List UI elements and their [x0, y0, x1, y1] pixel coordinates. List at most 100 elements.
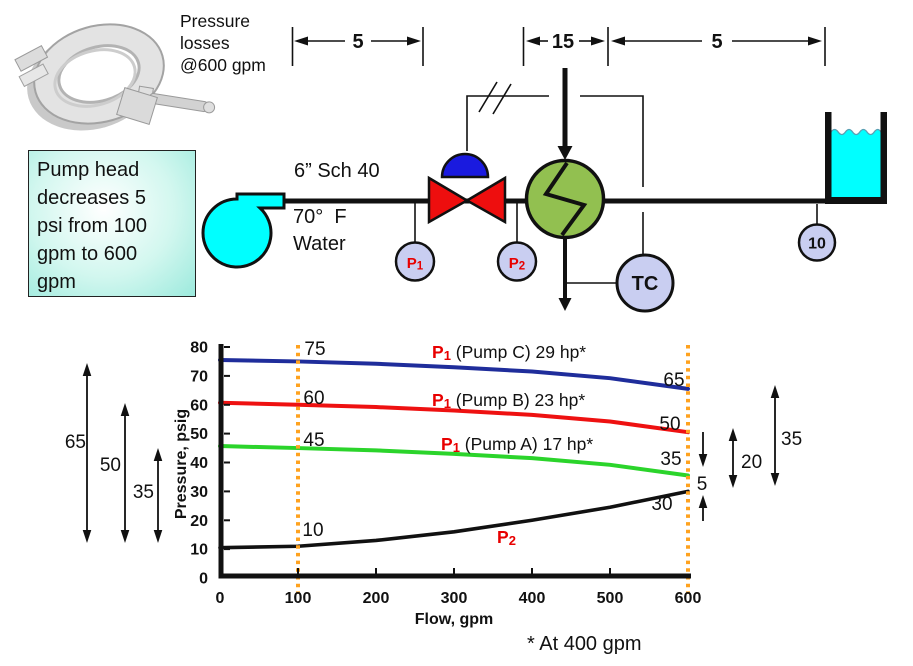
- note-line: psi from 100: [37, 215, 148, 237]
- value-at-100-pump-a: 45: [303, 430, 324, 451]
- arrow-down-icon: [558, 298, 572, 311]
- dim-label: 5: [352, 31, 363, 53]
- arrow-down-icon: [728, 475, 738, 488]
- signal-segment: [466, 95, 549, 151]
- arrow-down-icon: [698, 454, 708, 467]
- clamp-bolt-shaft: [148, 92, 208, 113]
- tank-wall-right: [880, 112, 887, 204]
- arrow-up-icon: [698, 495, 708, 508]
- control-valve: [427, 152, 507, 225]
- valve-actuator: [440, 152, 490, 179]
- chart: 0 100 200 300 400 500 600 80 70 60 50 40…: [65, 339, 802, 655]
- gauge-p2: P2: [496, 203, 538, 282]
- y-tick: 30: [190, 484, 208, 501]
- note-line: decreases 5: [37, 187, 146, 209]
- note-line: losses: [180, 33, 230, 53]
- tank-bottom: [825, 197, 887, 204]
- value-at-600-p2: 30: [651, 494, 672, 515]
- left-delta-arrows: [82, 363, 163, 543]
- arrow-left-icon: [526, 36, 540, 46]
- pressure-losses-note: Pressure losses @600 gpm: [180, 10, 266, 76]
- tc-circle: [615, 253, 675, 313]
- dimension-5a: 5: [291, 27, 424, 66]
- x-tick: 100: [285, 590, 312, 607]
- value-at-600-pump-a: 35: [660, 449, 681, 470]
- left-delta-label-50: 50: [100, 455, 121, 476]
- arrow-right-icon: [407, 36, 421, 46]
- y-tick: 40: [190, 455, 208, 472]
- signal-segment: [580, 95, 644, 187]
- y-tick: 0: [199, 571, 208, 588]
- gauge-p1: P1: [394, 203, 436, 282]
- x-axis-ticks: [297, 568, 611, 574]
- curve-label-text: (Pump A) 17 hp*: [460, 434, 593, 454]
- note-line: gpm to 600: [37, 243, 138, 265]
- clamp-bolt-tip: [203, 101, 216, 114]
- x-tick: 200: [363, 590, 390, 607]
- hx-zigzag-icon: [542, 161, 588, 237]
- arrow-right-icon: [808, 36, 822, 46]
- pipe-size-label: 6” Sch 40: [294, 160, 380, 182]
- clamp-ring-rim: [53, 48, 137, 108]
- note-line: Pump head: [37, 159, 140, 181]
- p1-marker-sub: 1: [453, 440, 460, 455]
- curve-pump-b: [218, 400, 690, 435]
- dimension-5b: 5: [611, 27, 826, 66]
- p-letter: P: [509, 255, 519, 272]
- x-tick: 600: [675, 590, 702, 607]
- tank: [825, 112, 887, 204]
- clamp-ring-hole: [57, 44, 141, 104]
- arrow-up-icon: [728, 428, 738, 441]
- clamp-hinge-upper: [14, 44, 49, 72]
- p1-marker-sub: 1: [444, 396, 451, 411]
- level-label: 10: [808, 236, 826, 253]
- arrow-down-icon: [557, 146, 573, 160]
- curve-label-text: (Pump C) 29 hp*: [451, 342, 586, 362]
- x-axis-title: Flow, gpm: [415, 611, 494, 628]
- water-surface: [830, 128, 882, 136]
- arrow-down-icon: [120, 530, 130, 543]
- gauge-p2-label: P2: [509, 255, 525, 273]
- x-tick-labels: 0 100 200 300 400 500 600: [216, 590, 702, 607]
- gauge-circle: [496, 241, 538, 282]
- clamp-flange: [116, 87, 158, 125]
- valve-body-left: [427, 175, 470, 225]
- dimension-15: 15: [522, 27, 609, 66]
- y-tick: 80: [190, 340, 208, 357]
- water-fluid-label: Water: [293, 233, 346, 255]
- curve-p2: [218, 489, 690, 550]
- curve-pump-c: [218, 357, 690, 391]
- signal-line: [466, 81, 644, 255]
- p1-subscript: 1: [417, 261, 424, 273]
- p2-subscript: 2: [519, 261, 525, 273]
- x-tick: 300: [441, 590, 468, 607]
- p1-marker-sub: 1: [444, 348, 451, 363]
- value-at-100-pump-b: 60: [303, 388, 324, 409]
- gauge-level: 10: [797, 204, 837, 262]
- arrow-down-icon: [153, 530, 163, 543]
- arrow-up-icon: [120, 403, 130, 416]
- arrow-up-icon: [82, 363, 92, 376]
- signal-break-mark-icon: [492, 83, 512, 115]
- y-tick: 60: [190, 397, 208, 414]
- p-letter: P: [407, 255, 417, 272]
- value-at-600-pump-b: 50: [659, 414, 680, 435]
- pipe-clamp-image: [14, 23, 216, 131]
- dim-label: 15: [552, 31, 574, 53]
- tank-wall-left: [825, 112, 832, 204]
- controller-tc: TC: [615, 253, 675, 313]
- arrow-left-icon: [294, 36, 308, 46]
- note-line: @600 gpm: [180, 55, 266, 75]
- curve-label-pump-c: P1 (Pump C) 29 hp*: [432, 342, 586, 363]
- hx-inlet-arrow: [557, 68, 573, 160]
- curve-label-pump-a: P1 (Pump A) 17 hp*: [441, 434, 593, 455]
- tc-label: TC: [632, 273, 659, 295]
- arrow-down-icon: [82, 530, 92, 543]
- gauge-circle: [394, 241, 436, 282]
- p1-marker: P: [432, 390, 444, 410]
- heat-exchanger: [524, 158, 606, 240]
- tank-water: [831, 129, 882, 197]
- pump-head-note-box: Pump head decreases 5 psi from 100 gpm t…: [28, 150, 196, 297]
- note-line: gpm: [37, 271, 76, 293]
